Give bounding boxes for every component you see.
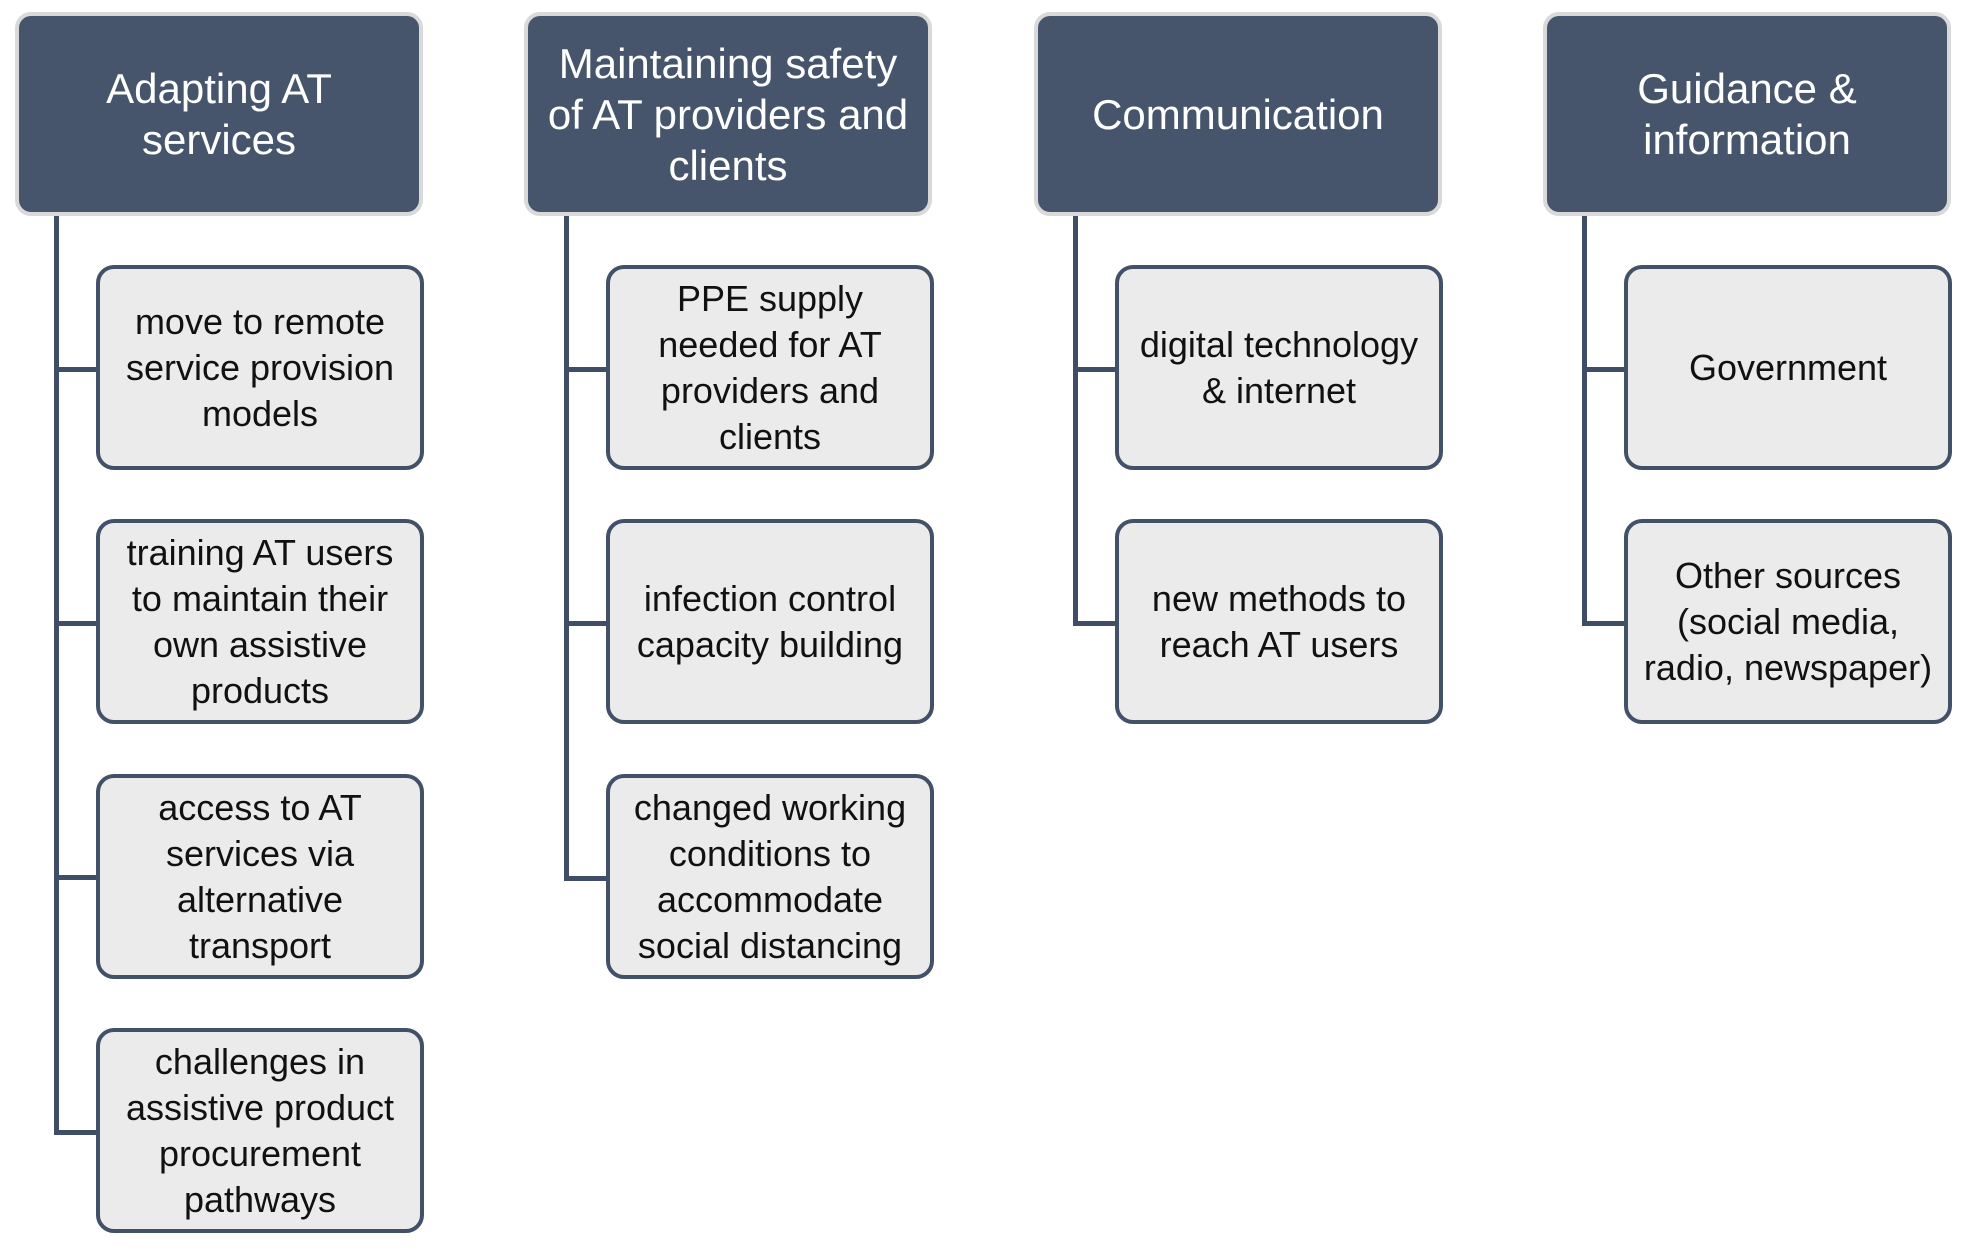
item-label: move to remote service provision models xyxy=(125,300,395,434)
item-label: new methods to reach AT users xyxy=(1151,577,1407,665)
header-label: Adapting AT services xyxy=(106,65,332,163)
item-label: Other sources (social media, radio, news… xyxy=(1643,554,1933,688)
column-4-branch-2 xyxy=(1582,621,1628,626)
item-label: Government xyxy=(1688,346,1888,388)
item-infection-control: infection control capacity building xyxy=(606,519,934,724)
column-1-branch-1 xyxy=(54,367,100,372)
item-new-methods: new methods to reach AT users xyxy=(1115,519,1443,724)
item-label: access to AT services via alternative tr… xyxy=(158,786,362,966)
column-4-branch-1 xyxy=(1582,367,1628,372)
header-label: Maintaining safety of AT providers and c… xyxy=(547,39,909,189)
header-label: Communication xyxy=(1092,90,1384,138)
item-government: Government xyxy=(1624,265,1952,470)
header-guidance-information: Guidance & information xyxy=(1543,12,1951,216)
column-1-trunk-line xyxy=(54,214,59,1135)
item-other-sources: Other sources (social media, radio, news… xyxy=(1624,519,1952,724)
item-procurement-pathways: challenges in assistive product procurem… xyxy=(96,1028,424,1233)
column-3-branch-2 xyxy=(1073,621,1119,626)
column-1-branch-4 xyxy=(54,1130,100,1135)
item-label: changed working conditions to accommodat… xyxy=(633,786,907,966)
header-label: Guidance & information xyxy=(1637,65,1857,163)
column-2-branch-1 xyxy=(564,367,610,372)
column-1-branch-3 xyxy=(54,875,100,880)
item-label: PPE supply needed for AT providers and c… xyxy=(658,277,882,457)
item-training-at-users: training AT users to maintain their own … xyxy=(96,519,424,724)
item-digital-technology: digital technology & internet xyxy=(1115,265,1443,470)
column-2-branch-2 xyxy=(564,621,610,626)
column-3-trunk-line xyxy=(1073,214,1078,626)
item-remote-service-provision: move to remote service provision models xyxy=(96,265,424,470)
item-label: digital technology & internet xyxy=(1139,323,1419,411)
column-3-branch-1 xyxy=(1073,367,1119,372)
item-alternative-transport: access to AT services via alternative tr… xyxy=(96,774,424,979)
column-2-trunk-line xyxy=(564,214,569,881)
item-label: infection control capacity building xyxy=(636,577,904,665)
item-label: challenges in assistive product procurem… xyxy=(125,1040,395,1220)
column-4-trunk-line xyxy=(1582,214,1587,626)
column-1-branch-2 xyxy=(54,621,100,626)
item-ppe-supply: PPE supply needed for AT providers and c… xyxy=(606,265,934,470)
item-changed-working-conditions: changed working conditions to accommodat… xyxy=(606,774,934,979)
header-adapting-at-services: Adapting AT services xyxy=(15,12,423,216)
item-label: training AT users to maintain their own … xyxy=(126,531,394,711)
column-2-branch-3 xyxy=(564,876,610,881)
header-maintaining-safety: Maintaining safety of AT providers and c… xyxy=(524,12,932,216)
header-communication: Communication xyxy=(1034,12,1442,216)
